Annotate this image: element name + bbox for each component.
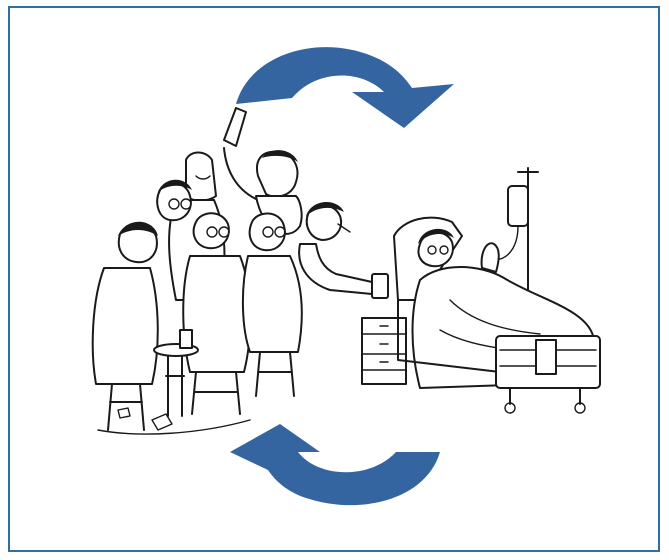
floor-line [98, 420, 250, 434]
top-cycle-arrow [236, 47, 454, 128]
bottom-cycle-arrow [230, 424, 440, 505]
researchers-group [93, 108, 388, 430]
patient-bed [362, 168, 600, 413]
